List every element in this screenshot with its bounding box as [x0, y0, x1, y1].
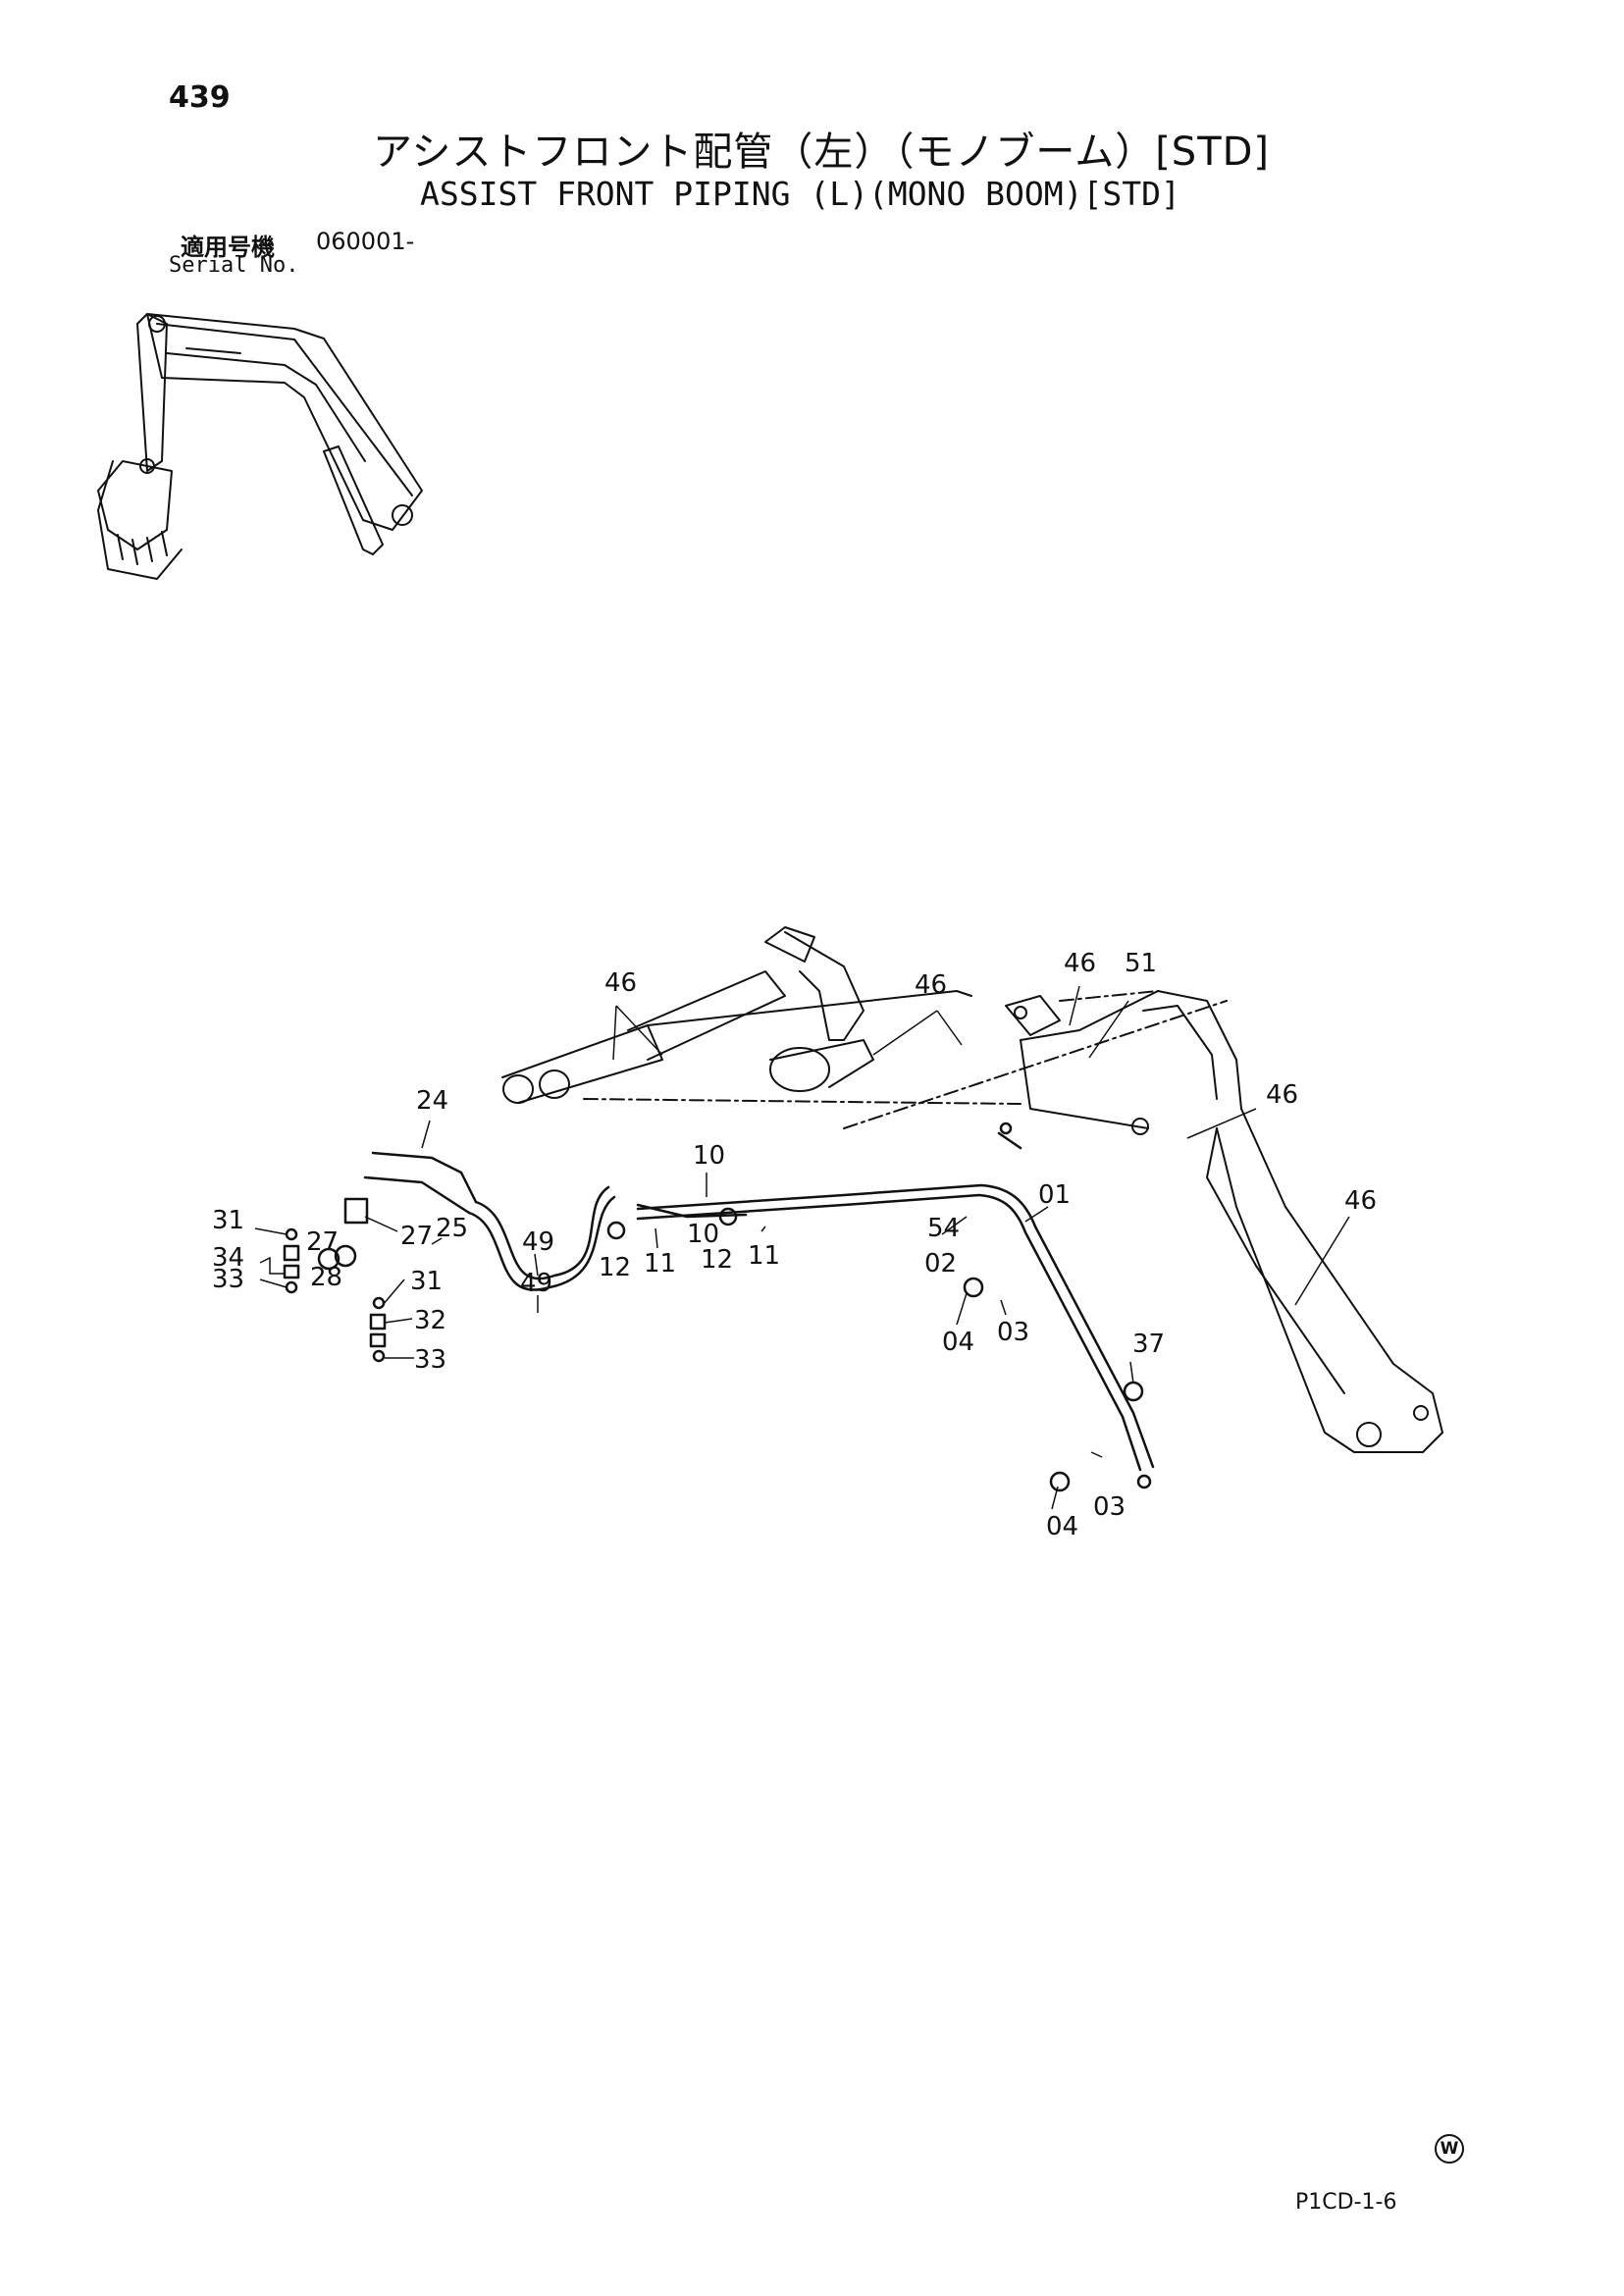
serial-label-japanese: 適用号機 — [181, 234, 275, 261]
callout-27-upper: 27 — [306, 1227, 339, 1257]
callout-10-lower: 10 — [687, 1220, 719, 1249]
callout-04-upper: 04 — [942, 1328, 974, 1357]
callout-49-lower: 49 — [520, 1269, 552, 1298]
callout-12-left: 12 — [599, 1253, 631, 1282]
callout-12-right: 12 — [701, 1245, 733, 1275]
callout-46-arm-cylinder: 46 — [604, 968, 637, 998]
callout-46-upper: 46 — [1064, 949, 1096, 978]
callout-11-right: 11 — [748, 1241, 780, 1271]
callout-49-upper: 49 — [522, 1227, 554, 1257]
callout-01: 01 — [1038, 1180, 1071, 1210]
callout-03-upper: 03 — [997, 1318, 1029, 1347]
callout-54: 54 — [927, 1214, 960, 1243]
corner-w-mark: W — [1435, 2134, 1464, 2164]
callout-46-boom-lower: 46 — [1344, 1186, 1377, 1216]
callout-37: 37 — [1132, 1330, 1165, 1359]
serial-number-value: 060001- — [316, 228, 415, 255]
excavator-overview-illustration — [97, 313, 423, 580]
callout-27-lower: 27 — [400, 1222, 433, 1251]
callout-51: 51 — [1125, 949, 1157, 978]
callout-28: 28 — [310, 1263, 342, 1292]
callout-24: 24 — [416, 1086, 448, 1116]
callout-10-upper: 10 — [693, 1141, 725, 1171]
assist-piping-lines — [283, 1122, 1155, 1492]
callout-33-lower: 33 — [414, 1345, 446, 1375]
callout-04-lower: 04 — [1046, 1512, 1078, 1541]
page-title-english: ASSIST FRONT PIPING (L)(MONO BOOM)[STD] — [420, 175, 1180, 213]
callout-11-left: 11 — [644, 1249, 676, 1278]
callout-46-bracket: 46 — [915, 970, 947, 1000]
callout-32: 32 — [414, 1306, 446, 1335]
callout-46-boom: 46 — [1266, 1080, 1298, 1110]
callout-labels: 46 46 46 51 46 46 24 10 54 01 02 31 27 2… — [212, 949, 1377, 1541]
boom-assembly-illustration — [501, 926, 1443, 1453]
page-code: P1CD-1-6 — [1295, 2190, 1397, 2215]
page-number: 439 — [169, 80, 231, 115]
callout-33-upper: 33 — [212, 1265, 244, 1294]
callout-31-upper: 31 — [212, 1206, 244, 1235]
callout-34: 34 — [212, 1243, 244, 1273]
page-title-japanese: アシストフロント配管（左）（モノブーム）[STD] — [373, 130, 1271, 175]
callout-31-lower: 31 — [410, 1267, 443, 1296]
serial-label-english: Serial No. — [169, 253, 299, 278]
callout-03-lower: 03 — [1093, 1492, 1126, 1522]
callout-leader-lines — [254, 985, 1350, 1510]
callout-25: 25 — [436, 1214, 468, 1243]
callout-02: 02 — [924, 1249, 957, 1278]
